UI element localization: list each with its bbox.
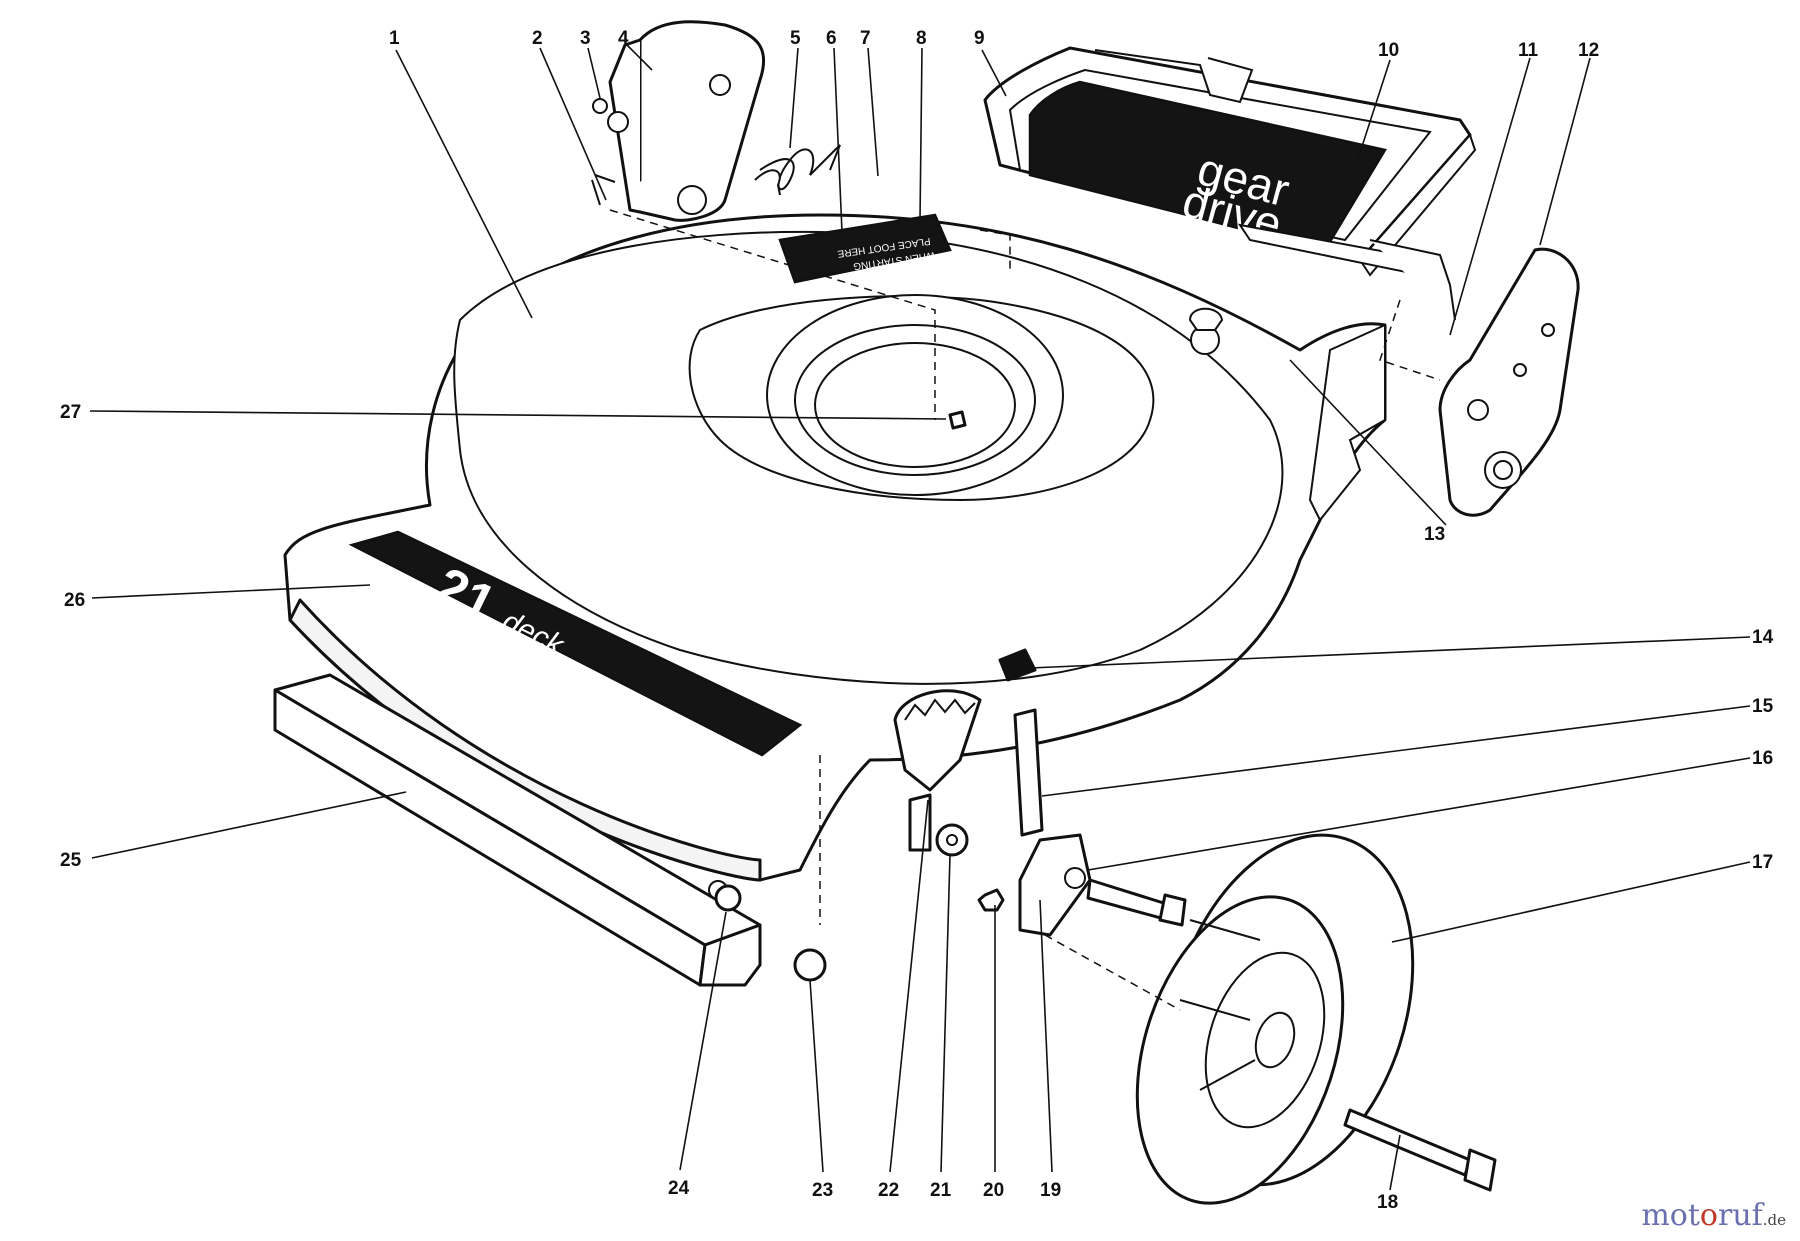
callout-11: 11 bbox=[1518, 40, 1539, 61]
rear-right-bracket-assembly bbox=[1237, 223, 1580, 517]
callout-21: 21 bbox=[930, 1180, 952, 1201]
site-watermark: motoruf.de bbox=[1641, 1198, 1786, 1233]
front-bumper-bar bbox=[273, 673, 762, 987]
callout-24: 24 bbox=[668, 1178, 690, 1199]
callout-6: 6 bbox=[826, 28, 837, 49]
callout-8: 8 bbox=[916, 28, 927, 49]
leader-lines bbox=[89, 43, 1751, 1191]
callout-12: 12 bbox=[1578, 40, 1599, 61]
watermark-part1: mot bbox=[1641, 1198, 1700, 1233]
callout-18: 18 bbox=[1377, 1192, 1398, 1213]
rear-left-bracket-assembly bbox=[591, 20, 841, 222]
mower-deck-housing bbox=[283, 213, 1387, 882]
callout-9: 9 bbox=[974, 28, 985, 49]
callout-3: 3 bbox=[580, 28, 591, 49]
front-height-adjuster bbox=[893, 689, 1092, 937]
callout-1: 1 bbox=[389, 28, 400, 49]
callout-labels: 1 2 3 4 5 6 7 8 9 10 11 12 13 14 15 16 1… bbox=[60, 28, 1774, 1213]
callout-25: 25 bbox=[60, 850, 82, 871]
watermark-part3: ruf bbox=[1717, 1198, 1763, 1233]
warning-decal: PLACE FOOT HERE WHEN STARTING bbox=[778, 213, 952, 284]
fasteners bbox=[714, 410, 1187, 982]
callout-16: 16 bbox=[1752, 748, 1773, 769]
callout-10: 10 bbox=[1378, 40, 1399, 61]
front-wheel bbox=[1135, 833, 1497, 1205]
callout-14: 14 bbox=[1752, 627, 1774, 648]
watermark-suffix: .de bbox=[1762, 1211, 1786, 1229]
callout-4: 4 bbox=[618, 28, 629, 49]
callout-26: 26 bbox=[64, 590, 85, 611]
callout-15: 15 bbox=[1752, 696, 1774, 717]
callout-19: 19 bbox=[1040, 1180, 1061, 1201]
callout-23: 23 bbox=[812, 1180, 833, 1201]
callout-27: 27 bbox=[60, 402, 81, 423]
callout-17: 17 bbox=[1752, 852, 1773, 873]
callout-5: 5 bbox=[790, 28, 801, 49]
rear-cover-assembly: gear drive bbox=[983, 46, 1477, 277]
callout-7: 7 bbox=[860, 28, 871, 49]
callout-20: 20 bbox=[983, 1180, 1004, 1201]
callout-22: 22 bbox=[878, 1180, 899, 1201]
callout-13: 13 bbox=[1424, 524, 1445, 545]
assembly-guide-lines bbox=[609, 209, 1441, 1011]
callout-2: 2 bbox=[532, 28, 543, 49]
watermark-part2: o bbox=[1699, 1198, 1718, 1233]
